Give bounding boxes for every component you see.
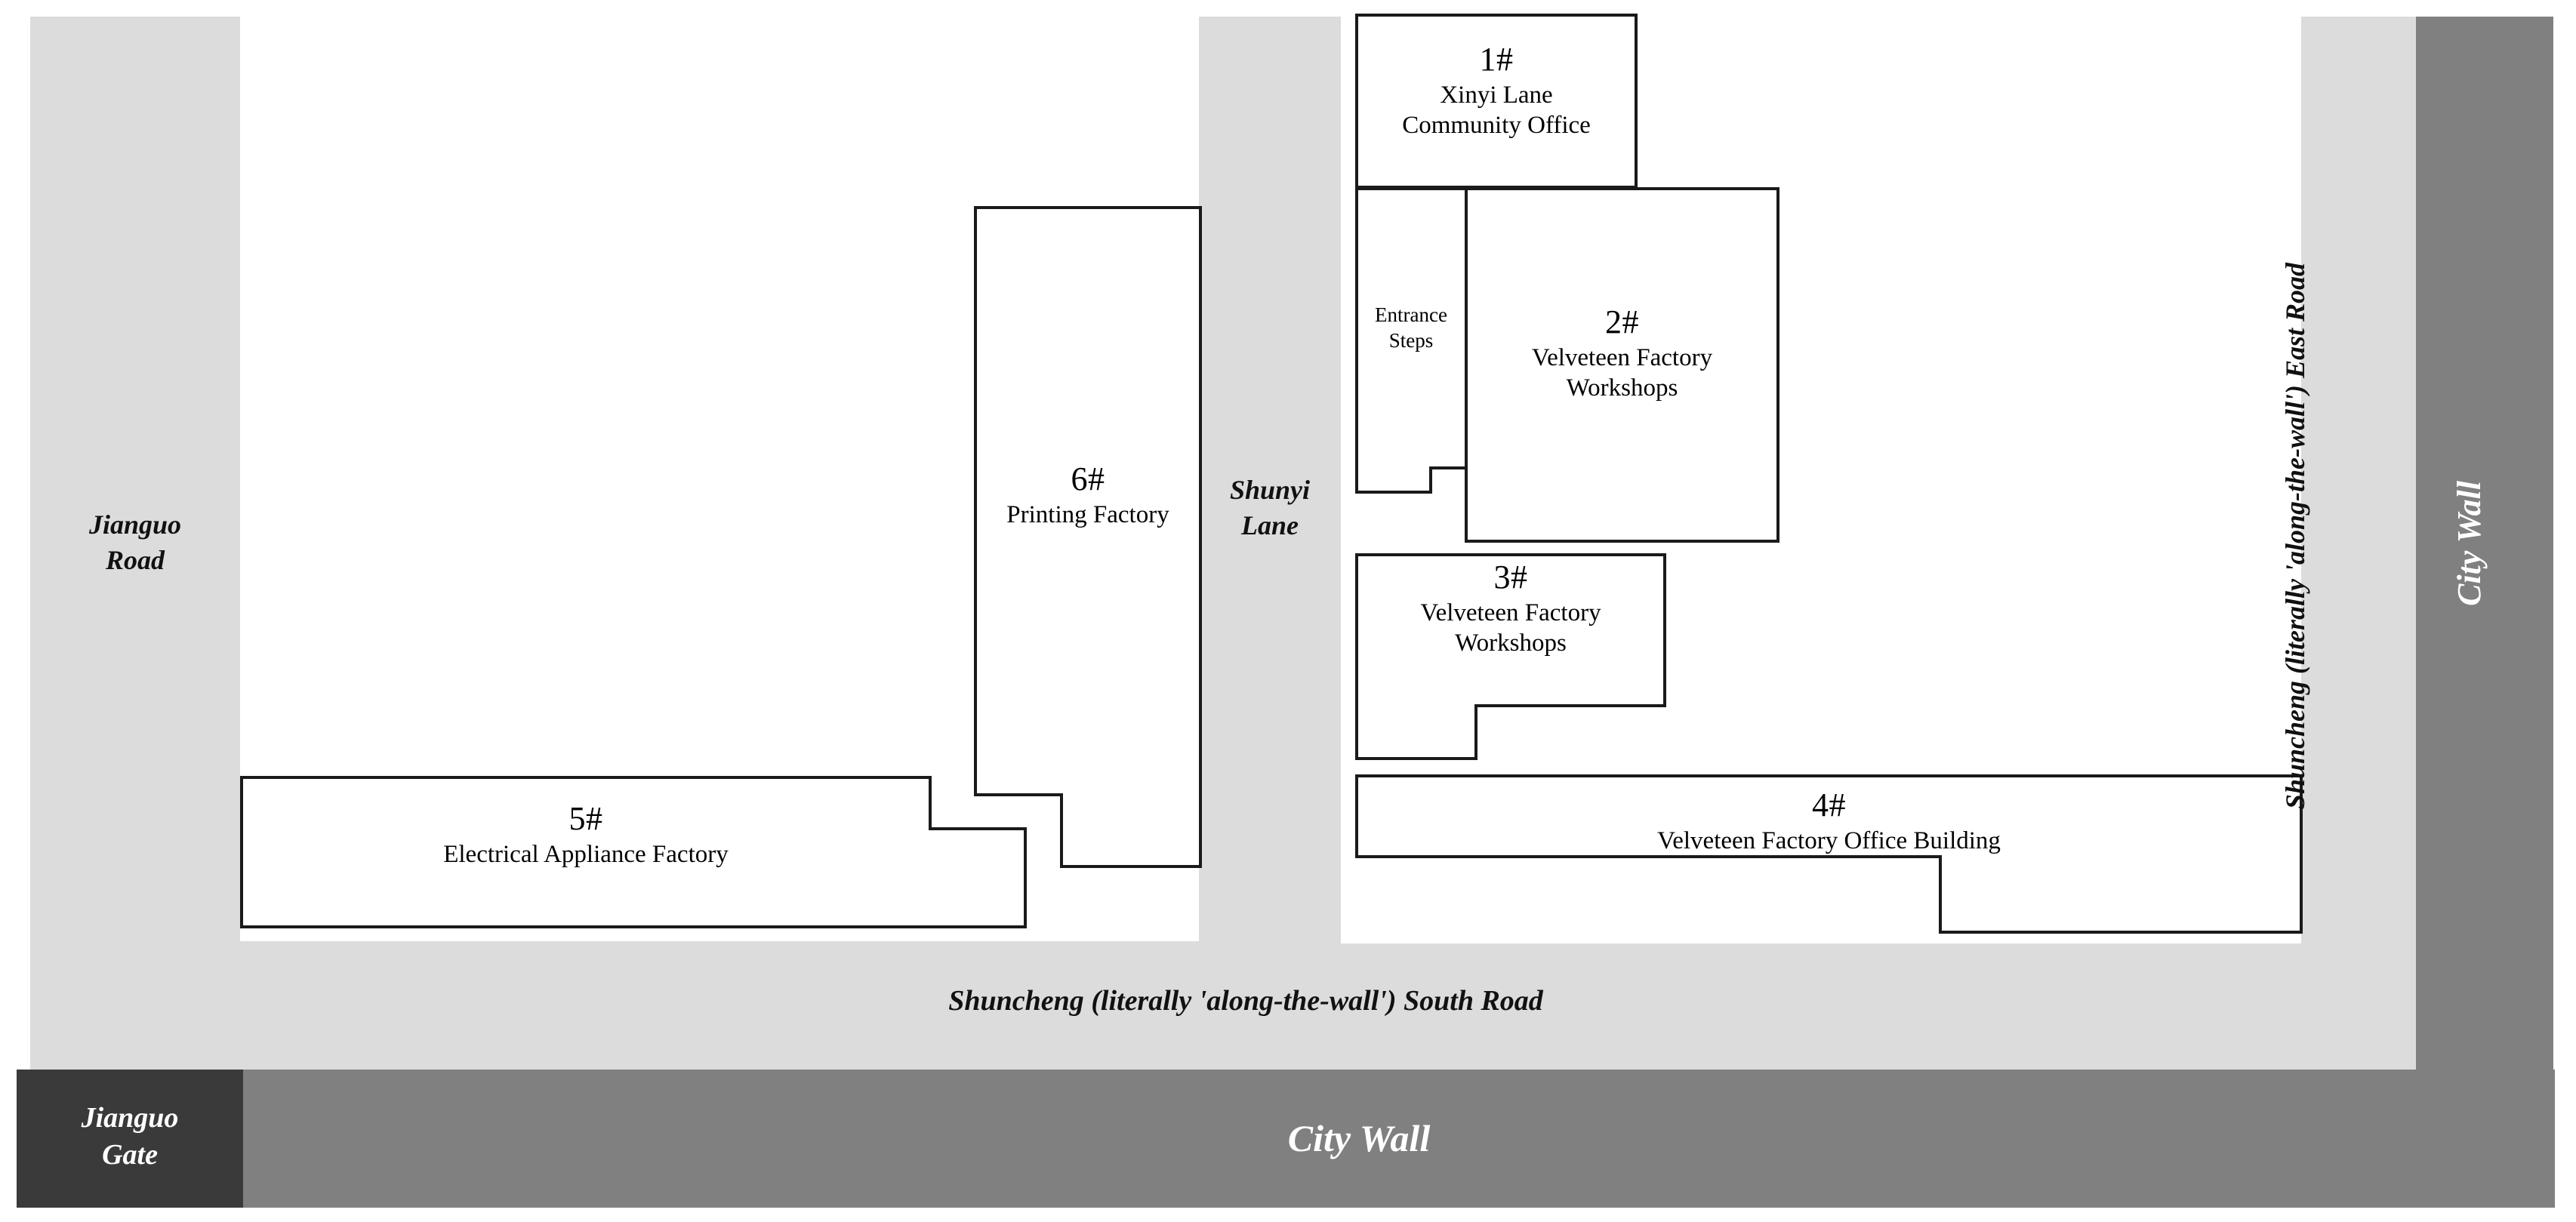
building-4-shape	[1355, 774, 2303, 934]
city-wall-east-band	[2416, 17, 2553, 1070]
building-1-shape	[1355, 14, 1638, 189]
building-5-shape	[240, 776, 1027, 928]
city-wall-south-band	[17, 1070, 2555, 1208]
jianguo-gate-block	[17, 1070, 243, 1208]
entrance-steps-shape	[1355, 187, 1468, 494]
building-2-shape	[1465, 187, 1779, 543]
building-3-shape	[1355, 553, 1666, 760]
building-6-shape	[974, 206, 1202, 868]
